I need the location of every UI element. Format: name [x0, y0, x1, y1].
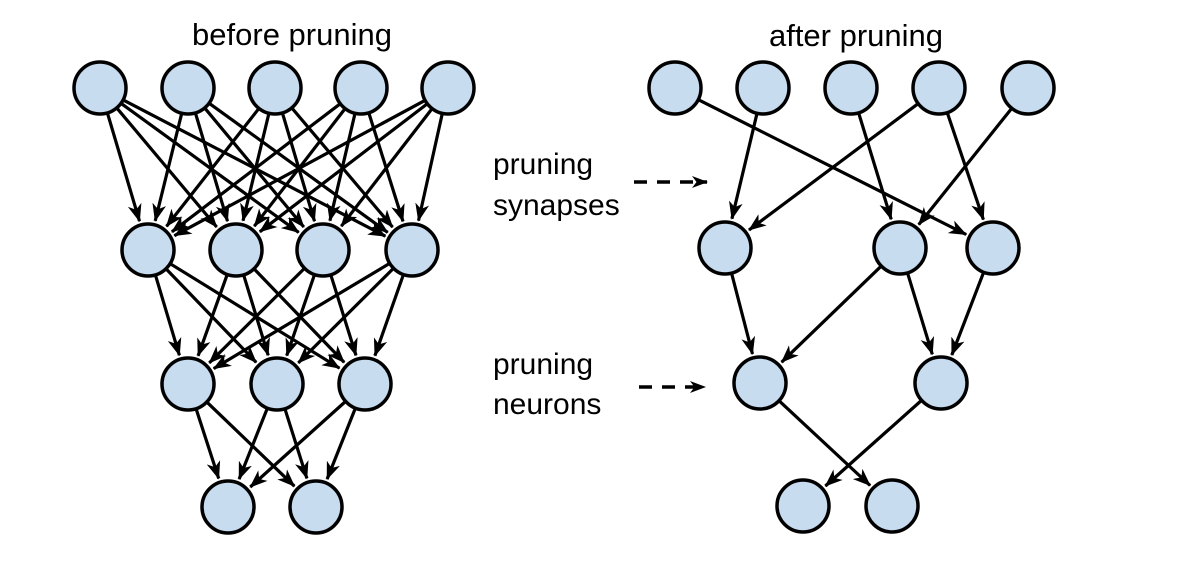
neuron-node-layer3 [337, 356, 393, 412]
synapse-edge [152, 113, 184, 222]
pruning-neurons-label: pruning neurons [493, 348, 601, 421]
neuron-node-layer2 [965, 220, 1021, 276]
synapse-edge [196, 274, 229, 357]
neuron-node-layer4 [864, 478, 920, 534]
neuron-node-layer1 [1000, 60, 1056, 116]
neuron-node-layer4 [200, 479, 256, 535]
annotation-arrows [634, 176, 708, 393]
synapse-edge [173, 99, 425, 238]
before-pruning-title: before pruning [192, 17, 392, 52]
neuron-node-layer4 [288, 479, 344, 535]
synapse-edge [212, 262, 390, 370]
neuron-node-layer2 [295, 222, 351, 278]
synapse-edge [258, 103, 428, 234]
pruning-synapses-label-line2: synapses [493, 189, 620, 222]
after-pruning-title: after pruning [769, 18, 943, 53]
neuron-node-layer4 [775, 478, 831, 534]
synapse-edge [780, 265, 882, 364]
neuron-node-layer1 [333, 60, 389, 116]
neuron-node-layer1 [420, 60, 476, 116]
neuron-node-layer1 [247, 60, 303, 116]
neuron-node-layer3 [913, 355, 969, 411]
synapse-edge [106, 113, 142, 223]
synapse-edge [208, 267, 305, 365]
neuron-node-layer3 [249, 356, 305, 412]
neuron-node-layer1 [823, 60, 879, 116]
neuron-node-layer2 [208, 222, 264, 278]
synapse-edge [154, 275, 182, 357]
synapse-edge [329, 275, 358, 357]
synapse-edge [340, 108, 433, 228]
synapse-edge [415, 114, 444, 222]
synapse-edge [748, 102, 919, 232]
synapse-edge [194, 409, 221, 480]
synapse-edge [206, 401, 296, 488]
synapse-edge [857, 113, 893, 221]
pruning-synapses-label-line1: pruning [493, 148, 593, 181]
neuron-node-layer1 [160, 60, 216, 116]
neuron-node-layer1 [735, 60, 791, 116]
neuron-node-layer3 [732, 355, 788, 411]
neuron-node-layer1 [911, 60, 967, 116]
pruning-neurons-label-line1: pruning [493, 348, 593, 381]
neuron-node-layer1 [72, 60, 128, 116]
synapse-edge [950, 272, 985, 356]
synapse-edge [170, 103, 341, 234]
neuron-node-layer1 [647, 60, 703, 116]
after-network [647, 60, 1056, 534]
synapse-edge [778, 400, 872, 487]
synapse-edge [249, 400, 346, 489]
neuron-node-layer2 [872, 220, 928, 276]
synapse-edge [906, 273, 935, 356]
synapse-edge [730, 273, 756, 355]
synapse-edge [237, 408, 269, 481]
synapse-edge [325, 408, 357, 481]
pruning-neurons-label-line2: neurons [493, 388, 601, 421]
networks [72, 60, 1056, 535]
neuron-node-layer2 [384, 222, 440, 278]
before-network [72, 60, 476, 535]
synapse-edge [373, 274, 405, 357]
neuron-node-layer2 [120, 222, 176, 278]
synapse-edge [729, 113, 759, 220]
neuron-node-layer3 [160, 356, 216, 412]
synapse-edge [297, 267, 394, 365]
synapse-edge [917, 108, 1013, 226]
neuron-node-layer2 [697, 220, 753, 276]
pruning-synapses-label: pruning synapses [493, 148, 620, 222]
synapse-edge [824, 399, 922, 488]
synapse-edge [165, 108, 260, 228]
